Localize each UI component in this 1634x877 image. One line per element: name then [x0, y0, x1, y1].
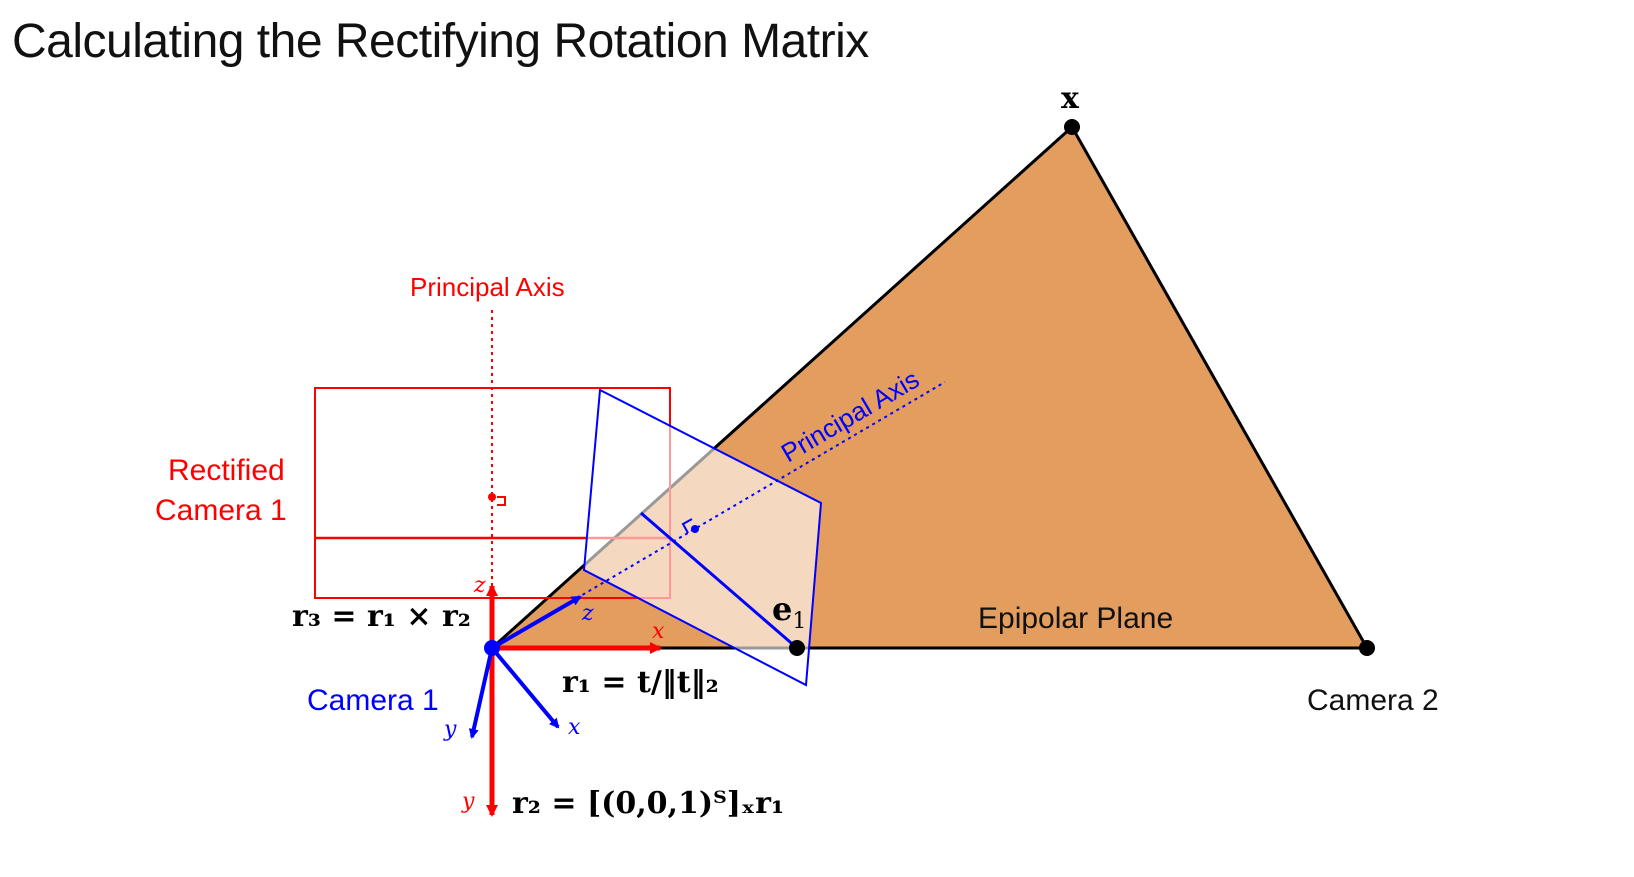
rectified-x-label: x [652, 619, 665, 644]
camera1-y-axis-arrow [468, 647, 494, 739]
equation-r2: r₂ = [(0,0,1)ᵀ]ₓr₁ [512, 786, 784, 821]
rectified-right-angle-marker [497, 496, 506, 506]
camera1-right-angle-marker [681, 518, 693, 534]
camera1-x-axis-arrow [490, 646, 560, 729]
camera2-center-point [1359, 640, 1375, 656]
rectified-z-label: z [473, 573, 486, 598]
camera1-z-label: z [581, 601, 594, 626]
camera1-center-point [484, 640, 500, 656]
page-title: Calculating the Rectifying Rotation Matr… [12, 15, 869, 68]
camera1-principal-point [691, 525, 699, 533]
equation-r1: r₁ = t/‖t‖₂ [562, 665, 719, 700]
camera1-y-label: y [443, 717, 457, 742]
camera1-label: Camera 1 [307, 684, 439, 717]
rectified-principal-axis-label: Principal Axis [410, 272, 565, 302]
camera1-x-label: x [568, 715, 581, 740]
camera2-label: Camera 2 [1307, 684, 1439, 717]
rectified-y-label: y [461, 789, 475, 814]
point-X [1064, 119, 1080, 135]
rectified-camera-label-line2: Camera 1 [155, 494, 287, 527]
rectified-principal-point [488, 493, 496, 501]
equation-r3: r₃ = r₁ × r₂ [292, 599, 471, 634]
image-plane-intersection-line [640, 511, 798, 650]
epipole-e1-label: e1 [772, 590, 806, 634]
point-X-label: x [1061, 81, 1080, 116]
epipolar-plane-label: Epipolar Plane [978, 602, 1173, 635]
rectified-camera-label-line1: Rectified [168, 454, 285, 487]
camera1-z-axis-arrow [490, 595, 582, 650]
camera1-image-plane [582, 388, 823, 687]
epipole-e1-point [789, 640, 805, 656]
